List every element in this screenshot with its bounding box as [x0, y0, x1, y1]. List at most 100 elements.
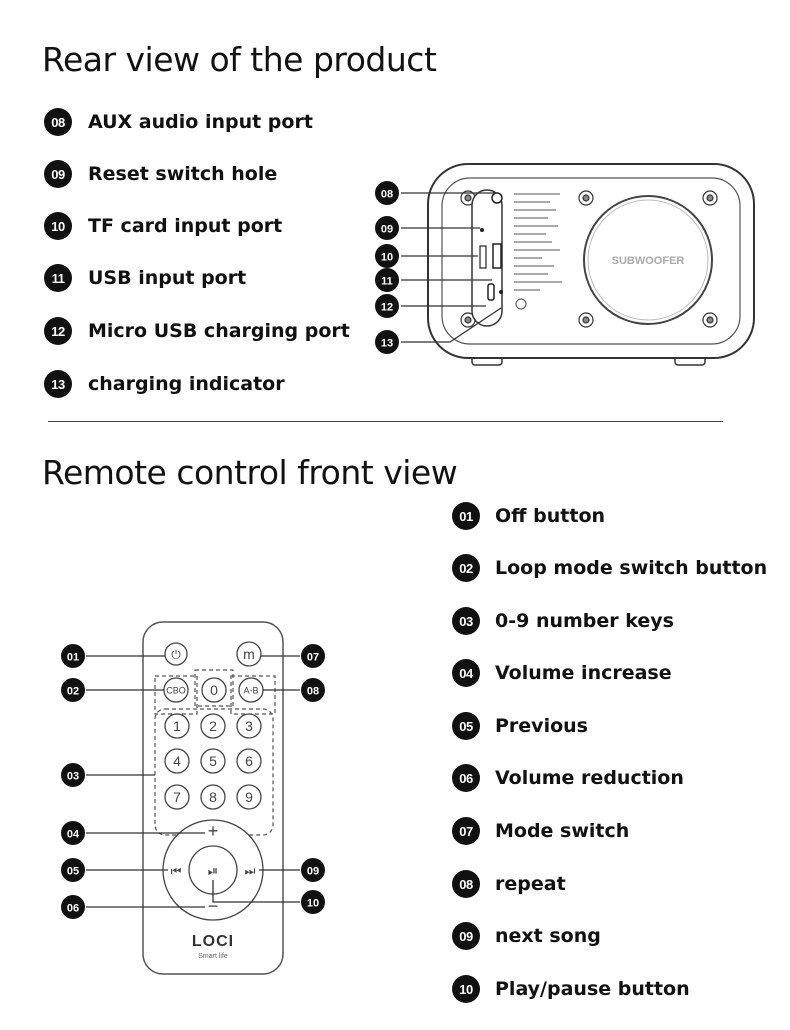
power-button[interactable]: ⏻	[164, 642, 188, 666]
number-badge: 08	[44, 108, 72, 136]
legend-label: Volume increase	[495, 662, 672, 684]
svg-text:CBO: CBO	[166, 686, 186, 696]
svg-text:12: 12	[381, 302, 393, 314]
callout-badge-06: 06	[61, 895, 85, 919]
svg-text:3: 3	[245, 718, 253, 734]
svg-text:07: 07	[307, 652, 319, 664]
callout-badge-08: 08	[375, 181, 399, 205]
svg-text:1: 1	[173, 718, 181, 734]
mode-button[interactable]: m	[236, 641, 262, 667]
svg-text:04: 04	[67, 829, 80, 841]
legend-label: Mode switch	[495, 820, 630, 842]
number-badge: 07	[452, 817, 480, 845]
svg-text:10: 10	[381, 252, 393, 264]
svg-text:m: m	[243, 646, 255, 662]
ab-repeat-button[interactable]: A-B	[238, 677, 264, 703]
digit-1-button[interactable]: 1	[164, 713, 190, 739]
legend-item-volume-down: 06 Volume reduction	[452, 763, 684, 793]
svg-text:05: 05	[67, 866, 79, 878]
cbo-button[interactable]: CBO	[163, 677, 189, 703]
svg-text:10: 10	[307, 898, 319, 910]
legend-item-indicator: 13 charging indicator	[44, 369, 285, 399]
reset-hole-icon	[480, 228, 484, 232]
remote-callout-lines	[86, 655, 300, 908]
remote-diagram: ⏻ m CBO 0 A-B 1 2 3 4 5 6 7 8 9 ⏯ + − ⏮ …	[61, 621, 325, 975]
legend-item-off: 01 Off button	[452, 501, 605, 531]
legend-label: Reset switch hole	[88, 163, 278, 185]
svg-text:2: 2	[209, 718, 217, 734]
subwoofer-label: SUBWOOFER	[612, 255, 685, 267]
digit-0-button[interactable]: 0	[201, 677, 227, 703]
digit-4-button[interactable]: 4	[164, 748, 190, 774]
legend-label: 0-9 number keys	[495, 610, 674, 632]
legend-label: Off button	[495, 505, 606, 527]
svg-text:02: 02	[67, 686, 79, 698]
legend-label: Volume reduction	[495, 767, 684, 789]
callout-badge-03: 03	[61, 763, 85, 787]
svg-text:01: 01	[67, 652, 79, 664]
number-badge: 01	[452, 502, 480, 530]
callout-badge-12: 12	[375, 294, 399, 318]
next-icon[interactable]: ⏭	[245, 864, 256, 878]
svg-text:A-B: A-B	[243, 686, 258, 696]
svg-text:06: 06	[67, 903, 79, 915]
callout-badge-07: 07	[301, 644, 325, 668]
legend-label: charging indicator	[88, 373, 285, 395]
digit-6-button[interactable]: 6	[236, 748, 262, 774]
digit-2-button[interactable]: 2	[200, 713, 226, 739]
brand-tagline: Smart life	[198, 953, 228, 960]
play-pause-icon: ⏯	[208, 863, 218, 878]
digit-5-button[interactable]: 5	[200, 748, 226, 774]
number-badge: 12	[44, 317, 72, 345]
remote-callout-badges: 01 02 03 04 05 06 07 08 09 10	[61, 644, 325, 919]
callout-badge-01: 01	[61, 644, 85, 668]
svg-text:7: 7	[173, 789, 181, 805]
legend-item-micro-usb: 12 Micro USB charging port	[44, 316, 350, 346]
number-badge: 08	[452, 870, 480, 898]
callout-badge-09: 09	[301, 858, 325, 882]
svg-text:09: 09	[307, 866, 319, 878]
dashed-groupings	[154, 669, 276, 836]
svg-text:09: 09	[381, 224, 393, 236]
legend-item-play-pause: 10 Play/pause button	[452, 974, 690, 1004]
number-badge: 10	[452, 975, 480, 1003]
svg-text:0: 0	[210, 682, 218, 698]
digit-9-button[interactable]: 9	[236, 784, 262, 810]
section-divider	[48, 421, 723, 422]
certification-mark-icon	[515, 298, 527, 310]
digit-7-button[interactable]: 7	[164, 784, 190, 810]
callout-badge-13: 13	[375, 330, 399, 354]
remote-view-title: Remote control front view	[42, 453, 458, 492]
digit-3-button[interactable]: 3	[236, 713, 262, 739]
legend-item-number-keys: 03 0-9 number keys	[452, 606, 674, 636]
micro-usb-port-icon	[487, 283, 495, 301]
number-badge: 04	[452, 659, 480, 687]
svg-text:08: 08	[307, 686, 319, 698]
svg-text:9: 9	[245, 789, 253, 805]
legend-item-loop: 02 Loop mode switch button	[452, 553, 767, 583]
spec-text-lines	[514, 193, 562, 291]
charging-led-icon	[499, 290, 503, 294]
legend-label: Play/pause button	[495, 978, 690, 1000]
legend-item-tf: 10 TF card input port	[44, 211, 282, 241]
callout-badge-02: 02	[61, 678, 85, 702]
previous-icon[interactable]: ⏮	[171, 864, 182, 878]
rear-callout-badges: 08 09 10 11 12 13	[375, 181, 399, 354]
rear-view-title: Rear view of the product	[42, 40, 437, 79]
number-badge: 09	[44, 160, 72, 188]
legend-label: TF card input port	[88, 215, 283, 237]
number-badge: 09	[452, 922, 480, 950]
legend-item-next: 09 next song	[452, 921, 601, 951]
volume-up-icon[interactable]: +	[208, 821, 219, 841]
callout-badge-10: 10	[301, 890, 325, 914]
number-badge: 11	[44, 264, 72, 292]
legend-label: Previous	[495, 715, 588, 737]
svg-text:⏻: ⏻	[171, 648, 181, 662]
legend-label: Micro USB charging port	[88, 320, 350, 342]
legend-label: Loop mode switch button	[495, 557, 768, 579]
digit-8-button[interactable]: 8	[200, 784, 226, 810]
legend-item-usb: 11 USB input port	[44, 263, 246, 293]
subwoofer-inner	[587, 199, 709, 321]
legend-item-repeat: 08 repeat	[452, 869, 566, 899]
volume-down-icon[interactable]: −	[208, 896, 219, 916]
